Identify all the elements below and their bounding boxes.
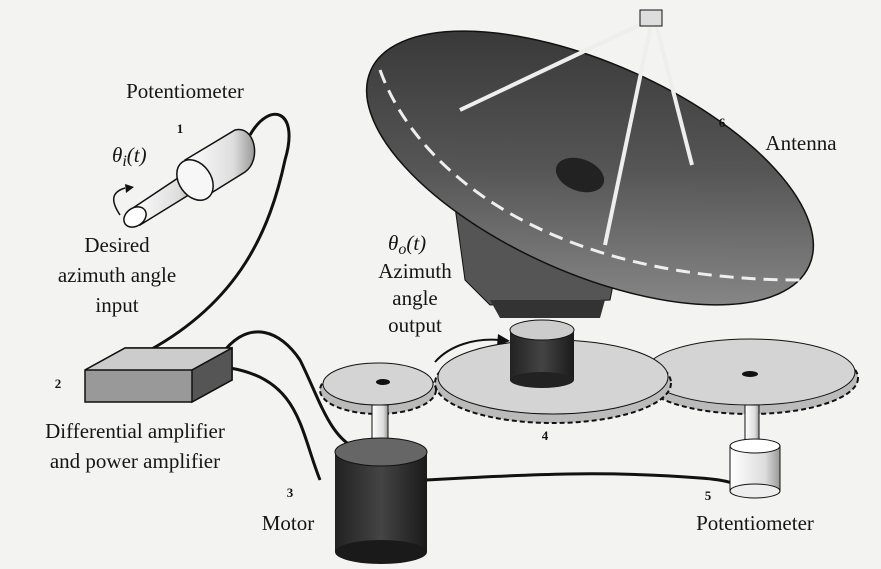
output-shaft: [509, 319, 575, 388]
potentiometer-5-label: Potentiometer: [696, 511, 814, 535]
amplifier-label-line-2: and power amplifier: [50, 449, 220, 473]
output-potentiometer: [729, 404, 781, 499]
potentiometer-1-label: Potentiometer: [126, 79, 244, 103]
output-label-line-3: output: [388, 313, 442, 337]
motor: [334, 404, 428, 564]
component-number-3: 3: [287, 485, 294, 500]
output-label-line-2: angle: [392, 286, 437, 310]
output-label-line-1: Azimuth: [378, 259, 452, 283]
gear-train: [319, 338, 859, 424]
output-angle-symbol: θo(t): [388, 231, 426, 258]
feed-struts: [459, 18, 694, 246]
input-potentiometer: [113, 128, 256, 228]
component-number-5: 5: [705, 488, 712, 503]
motor-label: Motor: [262, 511, 315, 535]
component-number-2: 2: [55, 376, 62, 391]
input-angle-symbol: θi(t): [112, 143, 147, 170]
component-number-4: 4: [542, 428, 549, 443]
amplifier-label-line-1: Differential amplifier: [45, 419, 225, 443]
antenna-dish: [365, 9, 815, 306]
input-label-line-2: azimuth angle: [58, 263, 176, 287]
antenna-label: Antenna: [765, 131, 837, 155]
component-number-6: 6: [719, 115, 726, 130]
input-label-line-1: Desired: [84, 233, 150, 257]
input-label-line-3: input: [95, 293, 138, 317]
component-number-1: 1: [177, 121, 184, 136]
rotation-arrow-icon: [113, 187, 126, 216]
output-rotation-arrow-icon: [434, 338, 501, 363]
amplifier-box: [84, 346, 233, 404]
